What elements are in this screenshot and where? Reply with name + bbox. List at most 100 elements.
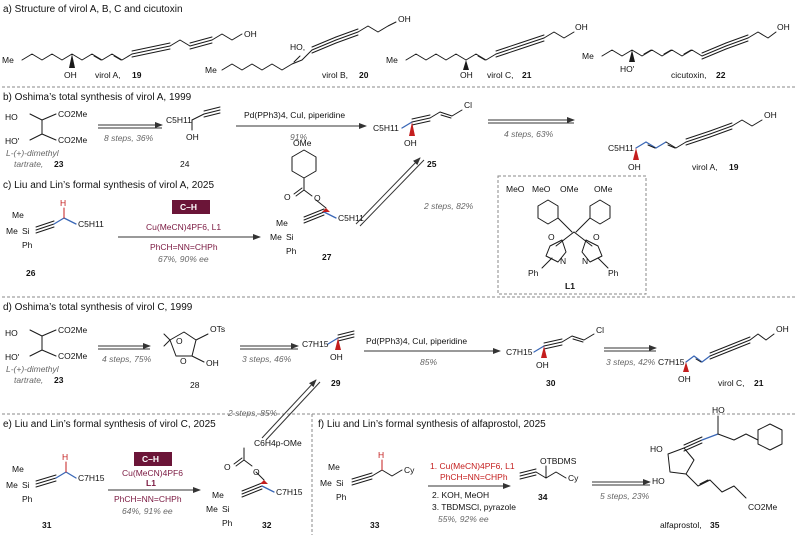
arrow-c-up-shadow — [359, 159, 425, 227]
compound-33-me: Me — [328, 462, 340, 472]
ligand-l1-box — [497, 175, 647, 295]
ligand-o-2: O — [593, 232, 600, 242]
virol-c-product-oh-terminal: OH — [776, 324, 789, 334]
virol-c-product-number: 21 — [754, 378, 764, 388]
tartrate-23-structure — [29, 113, 57, 141]
compound-25-number: 25 — [427, 159, 437, 169]
compound-26-structure — [35, 207, 77, 234]
compound-31-si: Si — [22, 480, 30, 490]
compound-30-structure — [533, 333, 595, 358]
compound-26-number: 26 — [26, 268, 36, 278]
virol-c-product-oh: OH — [678, 374, 691, 384]
virol-b-me-label: Me — [205, 65, 217, 75]
compound-32-me: Me — [212, 490, 224, 500]
cicutoxin-oh-terminal: OH — [777, 22, 790, 32]
virol-c-number: 21 — [522, 70, 532, 80]
reaction-d1-conditions: 4 steps, 75% — [102, 354, 152, 364]
compound-31-number: 31 — [42, 520, 52, 530]
reaction-c-yield: 67%, 90% ee — [158, 254, 209, 264]
compound-27-number: 27 — [322, 252, 332, 262]
compound-25-structure — [401, 109, 463, 136]
reaction-f-reagent-4: 3. TBDMSCl, pyrazole — [432, 502, 516, 512]
tartrate-co2me-1: CO2Me — [58, 109, 88, 119]
compound-28-number: 28 — [190, 380, 200, 390]
arrow-c-up — [355, 157, 421, 225]
virol-a-name: virol A, — [95, 70, 121, 80]
reaction-d4-conditions: 3 steps, 42% — [606, 357, 656, 367]
tartrate-name-line2: tartrate, — [14, 159, 43, 169]
tartrate-name-line1: L-(+)-dimethyl — [6, 148, 60, 158]
alfaprostol-co2me: CO2Me — [748, 502, 778, 512]
compound-31-structure — [35, 461, 77, 488]
compound-28-structure — [163, 331, 209, 363]
compound-29-oh: OH — [330, 352, 343, 362]
virol-c-me-label: Me — [386, 55, 398, 65]
compound-33-structure — [351, 459, 403, 486]
compound-26-h: H — [60, 198, 66, 208]
compound-32-number: 32 — [262, 520, 272, 530]
reaction-f-reagent-1: 1. Cu(MeCN)4PF6, L1 — [430, 461, 515, 471]
compound-30-number: 30 — [546, 378, 556, 388]
compound-33-cy: Cy — [404, 465, 415, 475]
compound-29-structure — [327, 330, 355, 350]
virol-a-number: 19 — [132, 70, 142, 80]
alfaprostol-oh: HO — [712, 405, 725, 415]
ligand-n-2: N — [582, 256, 588, 266]
compound-28-o-2: O — [180, 356, 187, 366]
compound-25-oh: OH — [404, 138, 417, 148]
compound-27-c5h11: C5H11 — [338, 213, 364, 223]
virol-a-me-label: Me — [2, 55, 14, 65]
compound-26-c5h11: C5H11 — [78, 219, 104, 229]
reaction-c-reagent-2: PhCH=NN=CHPh — [150, 242, 218, 252]
reaction-f-steps: 5 steps, 23% — [600, 491, 650, 501]
ligand-meo-2: MeO — [532, 184, 551, 194]
section-f-title: f) Liu and Lin’s formal synthesis of alf… — [318, 419, 546, 430]
compound-27-ome: OMe — [293, 138, 312, 148]
virol-b-ho-label: HO, — [290, 42, 305, 52]
compound-27-me: Me — [276, 218, 288, 228]
reaction-b3-conditions: 4 steps, 63% — [504, 129, 554, 139]
compound-32-si: Si — [222, 504, 230, 514]
virol-a-structure — [21, 33, 243, 68]
cicutoxin-number: 22 — [716, 70, 726, 80]
ch-activation-badge-e-text: C–H — [142, 454, 159, 464]
compound-26-me: Me — [12, 210, 24, 220]
ch-activation-badge-e — [134, 452, 172, 466]
section-c-title: c) Liu and Lin’s formal synthesis of vir… — [3, 180, 214, 191]
reaction-d2-conditions: 3 steps, 46% — [242, 354, 292, 364]
reaction-e-reagent-3: PhCH=NN=CHPh — [114, 494, 182, 504]
compound-27-o-carbonyl: O — [284, 192, 291, 202]
ligand-ph-2: Ph — [608, 268, 619, 278]
ligand-l1-label: L1 — [565, 281, 575, 291]
compound-28-oh: OH — [206, 358, 219, 368]
compound-34-otbdms: OTBDMS — [540, 456, 577, 466]
virol-c-name: virol C, — [487, 70, 513, 80]
compound-32-ph: Ph — [222, 518, 233, 528]
cicutoxin-structure — [601, 31, 777, 62]
tartrate-d-ho-1: HO — [5, 328, 18, 338]
alfaprostol-ho-top: HO — [650, 444, 663, 454]
ligand-o-1: O — [548, 232, 555, 242]
ligand-ome-2: OMe — [594, 184, 613, 194]
compound-31-me-si: Me — [6, 480, 18, 490]
compound-29-c7h15: C7H15 — [302, 339, 329, 349]
compound-33-ph: Ph — [336, 492, 347, 502]
compound-26-si: Si — [22, 226, 30, 236]
ligand-meo-1: MeO — [506, 184, 525, 194]
virol-c-product-c7h15: C7H15 — [658, 357, 685, 367]
alfaprostol-ho-bottom: HO — [652, 476, 665, 486]
compound-29-number: 29 — [331, 378, 341, 388]
ch-activation-badge — [172, 200, 210, 214]
compound-28-ots: OTs — [210, 324, 225, 334]
reaction-d3-yield: 85% — [420, 357, 437, 367]
compound-25-cl: Cl — [464, 100, 472, 110]
compound-28-o-1: O — [176, 336, 183, 346]
reaction-e-yield: 64%, 91% ee — [122, 506, 173, 516]
cicutoxin-me-label: Me — [582, 51, 594, 61]
alfaprostol-name: alfaprostol, — [660, 520, 702, 530]
compound-32-o-carbonyl: O — [224, 462, 231, 472]
virol-a-product-oh: OH — [628, 162, 641, 172]
compound-30-c7h15: C7H15 — [506, 347, 533, 357]
arrow-e-up — [261, 379, 317, 439]
